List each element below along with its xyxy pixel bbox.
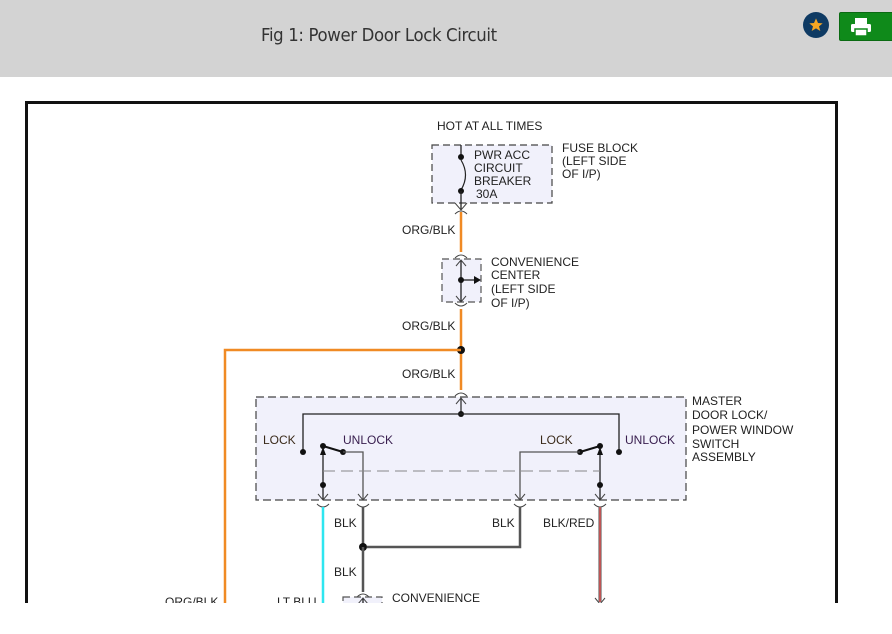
left-lock-label: LOCK (263, 433, 296, 447)
wiring-diagram-svg: HOT AT ALL TIMES PWR ACC CIRCUIT BREAKER… (165, 119, 794, 603)
wire-label-blk-3: BLK (334, 565, 357, 579)
left-unlock-label: UNLOCK (343, 433, 393, 447)
fuse-block-label-line2: (LEFT SIDE (562, 154, 626, 168)
wire-label-blk-red: BLK/RED (543, 516, 595, 530)
master-switch-label-line4: SWITCH (692, 437, 739, 451)
wire-blk-2 (367, 507, 522, 549)
breaker-label-line2: CIRCUIT (474, 161, 523, 175)
right-unlock-label: UNLOCK (625, 433, 675, 447)
figure-header: Fig 1: Power Door Lock Circuit (0, 0, 892, 77)
wire-label-org-blk-left: ORG/BLK (165, 595, 218, 603)
wiring-diagram: HOT AT ALL TIMES PWR ACC CIRCUIT BREAKER… (25, 101, 838, 603)
printer-icon (851, 17, 871, 37)
convenience-center-label-line1: CONVENIENCE (491, 255, 579, 269)
convenience-center-bottom (342, 593, 383, 603)
master-switch-label-line5: ASSEMBLY (692, 450, 756, 464)
fuse-block-label-line3: OF I/P) (562, 167, 601, 181)
star-icon (809, 18, 823, 31)
wire-label-blk-1: BLK (334, 516, 357, 530)
wire-label-lt-blu: LT BLU (277, 595, 317, 603)
master-switch-label-line2: DOOR LOCK/ (692, 408, 768, 422)
convenience-center-label-line3: (LEFT SIDE (491, 282, 555, 296)
breaker-label-line1: PWR ACC (474, 148, 530, 162)
convenience-center-label-line2: CENTER (491, 268, 541, 282)
fuse-block (431, 144, 553, 215)
master-switch-label-line1: MASTER (692, 394, 742, 408)
fuse-block-label-line1: FUSE BLOCK (562, 141, 638, 155)
favorite-button[interactable] (803, 12, 829, 38)
page-bottom-space (0, 603, 892, 634)
print-button[interactable] (839, 12, 892, 41)
wire-org-blk-left (223, 348, 461, 603)
wire-label-org-blk-1: ORG/BLK (402, 223, 455, 237)
wire-label-org-blk-3: ORG/BLK (402, 367, 455, 381)
master-switch-label-line3: POWER WINDOW (692, 423, 794, 437)
right-lock-label: LOCK (540, 433, 573, 447)
figure-title: Fig 1: Power Door Lock Circuit (261, 25, 497, 46)
wire-label-blk-2: BLK (492, 516, 515, 530)
convenience-center-label-line4: OF I/P) (491, 296, 530, 310)
convenience-center (441, 254, 482, 307)
master-switch-assembly (255, 392, 687, 508)
convenience-bottom-label: CONVENIENCE (392, 591, 480, 603)
breaker-label-line3: BREAKER (474, 174, 532, 188)
breaker-label-line4: 30A (476, 187, 497, 201)
wire-label-org-blk-2: ORG/BLK (402, 319, 455, 333)
hot-at-all-times-label: HOT AT ALL TIMES (437, 119, 542, 133)
wire-blk-red (594, 507, 606, 603)
